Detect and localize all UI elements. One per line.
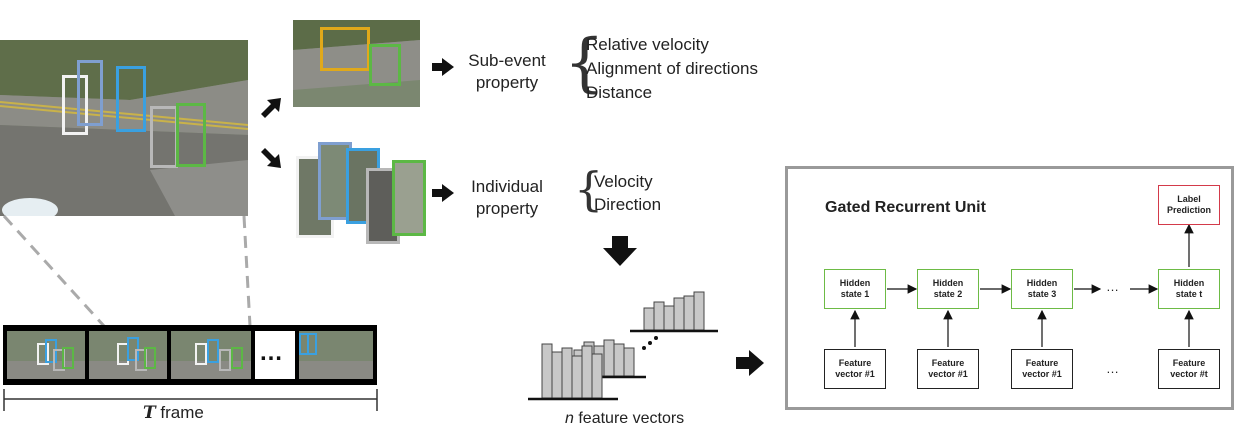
sub-event-item: Distance [586,83,653,102]
node-text: Feature [838,358,872,368]
sequence-ellipsis: … [1106,361,1119,376]
individual-label-line2: property [475,199,539,218]
brace-icon: { [574,162,604,216]
node-text: state t [1175,289,1203,299]
arrow-right-icon [432,184,454,202]
node-text: Prediction [1166,205,1211,215]
feature-vector-bars [528,291,718,401]
node-text: state 1 [840,289,870,299]
diagonal-arrows [261,98,281,168]
node-text: vector #1 [835,369,875,379]
sub-event-label: Sub-event property [458,50,556,94]
node-text: state 3 [1027,289,1057,299]
node-text: Feature [1025,358,1059,368]
arrow-right-icon [432,58,454,76]
feature-vectors-label: feature vectors [573,410,685,427]
gru-connectors [850,223,1194,347]
node-text: Hidden [1173,278,1205,288]
node-text: Hidden [932,278,964,288]
individual-label: Individual property [462,176,552,220]
filmstrip-frame [171,331,251,379]
frame-span-bracket [3,389,378,411]
gru-title: Gated Recurrent Unit [825,199,986,216]
feature-vectors-caption: n feature vectors [565,410,684,428]
individual-item: Velocity [594,172,653,191]
node-text: Feature [931,358,965,368]
filmstrip-frame [7,331,85,379]
sub-event-label-line1: Sub-event [468,51,546,70]
zoom-connector-lines [2,214,252,328]
sub-event-item: Relative velocity [586,35,709,54]
sub-event-item: Alignment of directions [586,59,758,78]
node-text: Feature [1172,358,1206,368]
feature-count-variable: n [565,410,574,427]
arrow-down-icon [603,236,637,266]
node-text: vector #1 [1022,369,1062,379]
brace-icon: { [564,26,605,100]
frame-label: frame [155,403,204,422]
individual-crops [296,142,428,244]
filmstrip-ellipsis: … [259,339,283,366]
main-scene-photo [0,40,248,216]
frame-variable: T [143,403,156,423]
individual-item: Direction [594,195,662,214]
frame-caption: T frame [143,403,204,423]
node-text: state 2 [933,289,963,299]
node-text: Hidden [1026,278,1058,288]
sequence-ellipsis: … [1106,279,1119,294]
arrow-right-icon [736,350,764,376]
sub-event-label-line2: property [475,73,539,92]
filmstrip-frame [299,331,373,379]
sub-event-crop-photo [293,20,420,107]
filmstrip-gap: … [255,331,295,379]
node-text: Label [1177,194,1201,204]
node-text: Hidden [839,278,871,288]
node-text: vector #1 [928,369,968,379]
node-text: vector #t [1170,369,1208,379]
filmstrip-frame [89,331,167,379]
individual-label-line1: Individual [471,177,543,196]
filmstrip: … [3,325,377,385]
